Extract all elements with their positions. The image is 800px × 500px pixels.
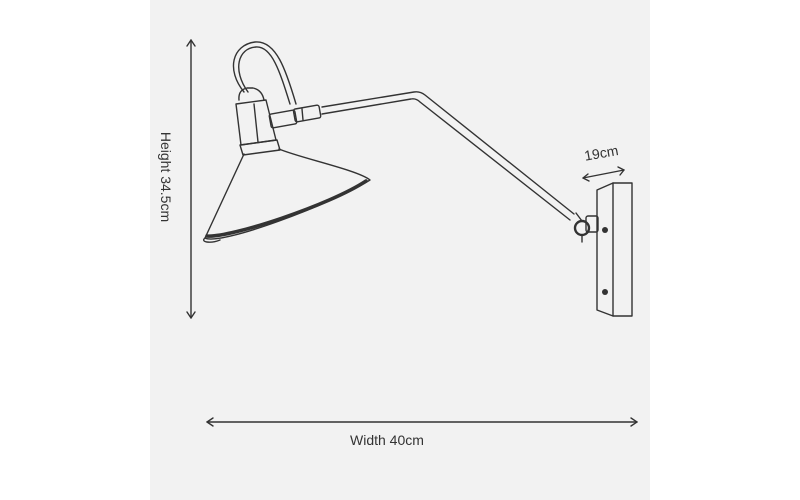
arm-connector [268, 104, 322, 129]
width-dimension-line [206, 417, 638, 427]
width-dimension-label: Width 40cm [350, 432, 424, 448]
wall-plate [596, 182, 633, 317]
lamp-shade [203, 148, 371, 243]
depth-dimension-line [582, 166, 625, 182]
power-cable [232, 41, 297, 105]
lamp-arm [321, 91, 575, 221]
swivel-joint [573, 212, 599, 243]
height-dimension-label: Height 34.5cm [158, 131, 174, 223]
lamp-socket [235, 87, 281, 156]
height-dimension-line [186, 39, 196, 319]
diagram-panel [150, 0, 650, 500]
